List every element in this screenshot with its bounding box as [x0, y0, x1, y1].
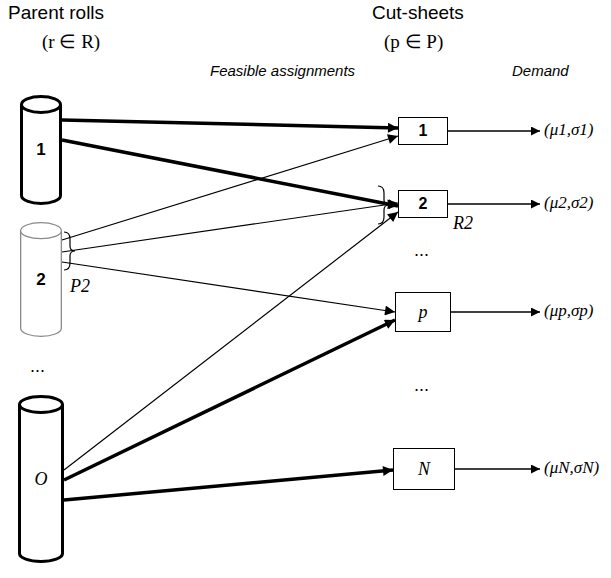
assignment-arrow: [62, 120, 398, 128]
column-heading: Parent rolls: [8, 2, 104, 24]
set-label: P2: [70, 276, 90, 297]
node-text: N: [418, 459, 430, 480]
demand-arrow: [451, 311, 540, 312]
ellipsis: ...: [414, 375, 429, 396]
set-label: R2: [453, 213, 473, 234]
assignment-arrow: [62, 140, 398, 206]
section-caption: Demand: [512, 62, 569, 79]
assignment-arrow: [64, 320, 395, 480]
node-text: 1: [36, 140, 45, 160]
node-text: 1: [419, 122, 428, 140]
cylinder-top: [20, 397, 63, 413]
column-heading: (p ∈ P): [384, 30, 443, 53]
cut-sheet-box: p: [395, 292, 451, 332]
demand-arrow: [448, 130, 540, 131]
assignment-arrow: [62, 203, 398, 252]
section-caption: Feasible assignments: [210, 62, 355, 79]
cut-sheet-box: 2: [398, 190, 448, 218]
ellipsis: ...: [30, 356, 45, 377]
assignment-arrow: [62, 262, 395, 312]
node-text: p: [419, 302, 428, 323]
demand-label: (μ2,σ2): [544, 193, 594, 213]
cylinder-body: [21, 231, 62, 337]
demand-label: (μ1,σ1): [544, 120, 594, 140]
demand-label: (μN,σN): [544, 458, 599, 478]
node-text: 2: [36, 270, 45, 290]
cut-sheet-box: N: [393, 448, 455, 490]
parent-roll: 1: [20, 95, 62, 205]
node-text: 2: [419, 195, 428, 213]
column-heading: Cut-sheets: [372, 2, 464, 24]
cylinder-top: [21, 223, 62, 239]
demand-arrow: [448, 203, 540, 204]
cylinder-body: [22, 105, 61, 204]
cylinder-top: [22, 97, 61, 113]
cylinder-body: [20, 405, 63, 562]
parent-roll: O: [18, 395, 64, 563]
assignment-arrow: [62, 136, 398, 240]
demand-arrow: [455, 468, 540, 469]
node-text: O: [35, 469, 48, 490]
column-heading: (r ∈ R): [42, 30, 100, 53]
parent-roll: 2: [20, 222, 62, 337]
demand-label: (μp,σp): [544, 301, 594, 321]
ellipsis: ...: [414, 240, 429, 261]
cut-sheet-box: 1: [398, 117, 448, 145]
assignment-arrow: [64, 470, 393, 500]
